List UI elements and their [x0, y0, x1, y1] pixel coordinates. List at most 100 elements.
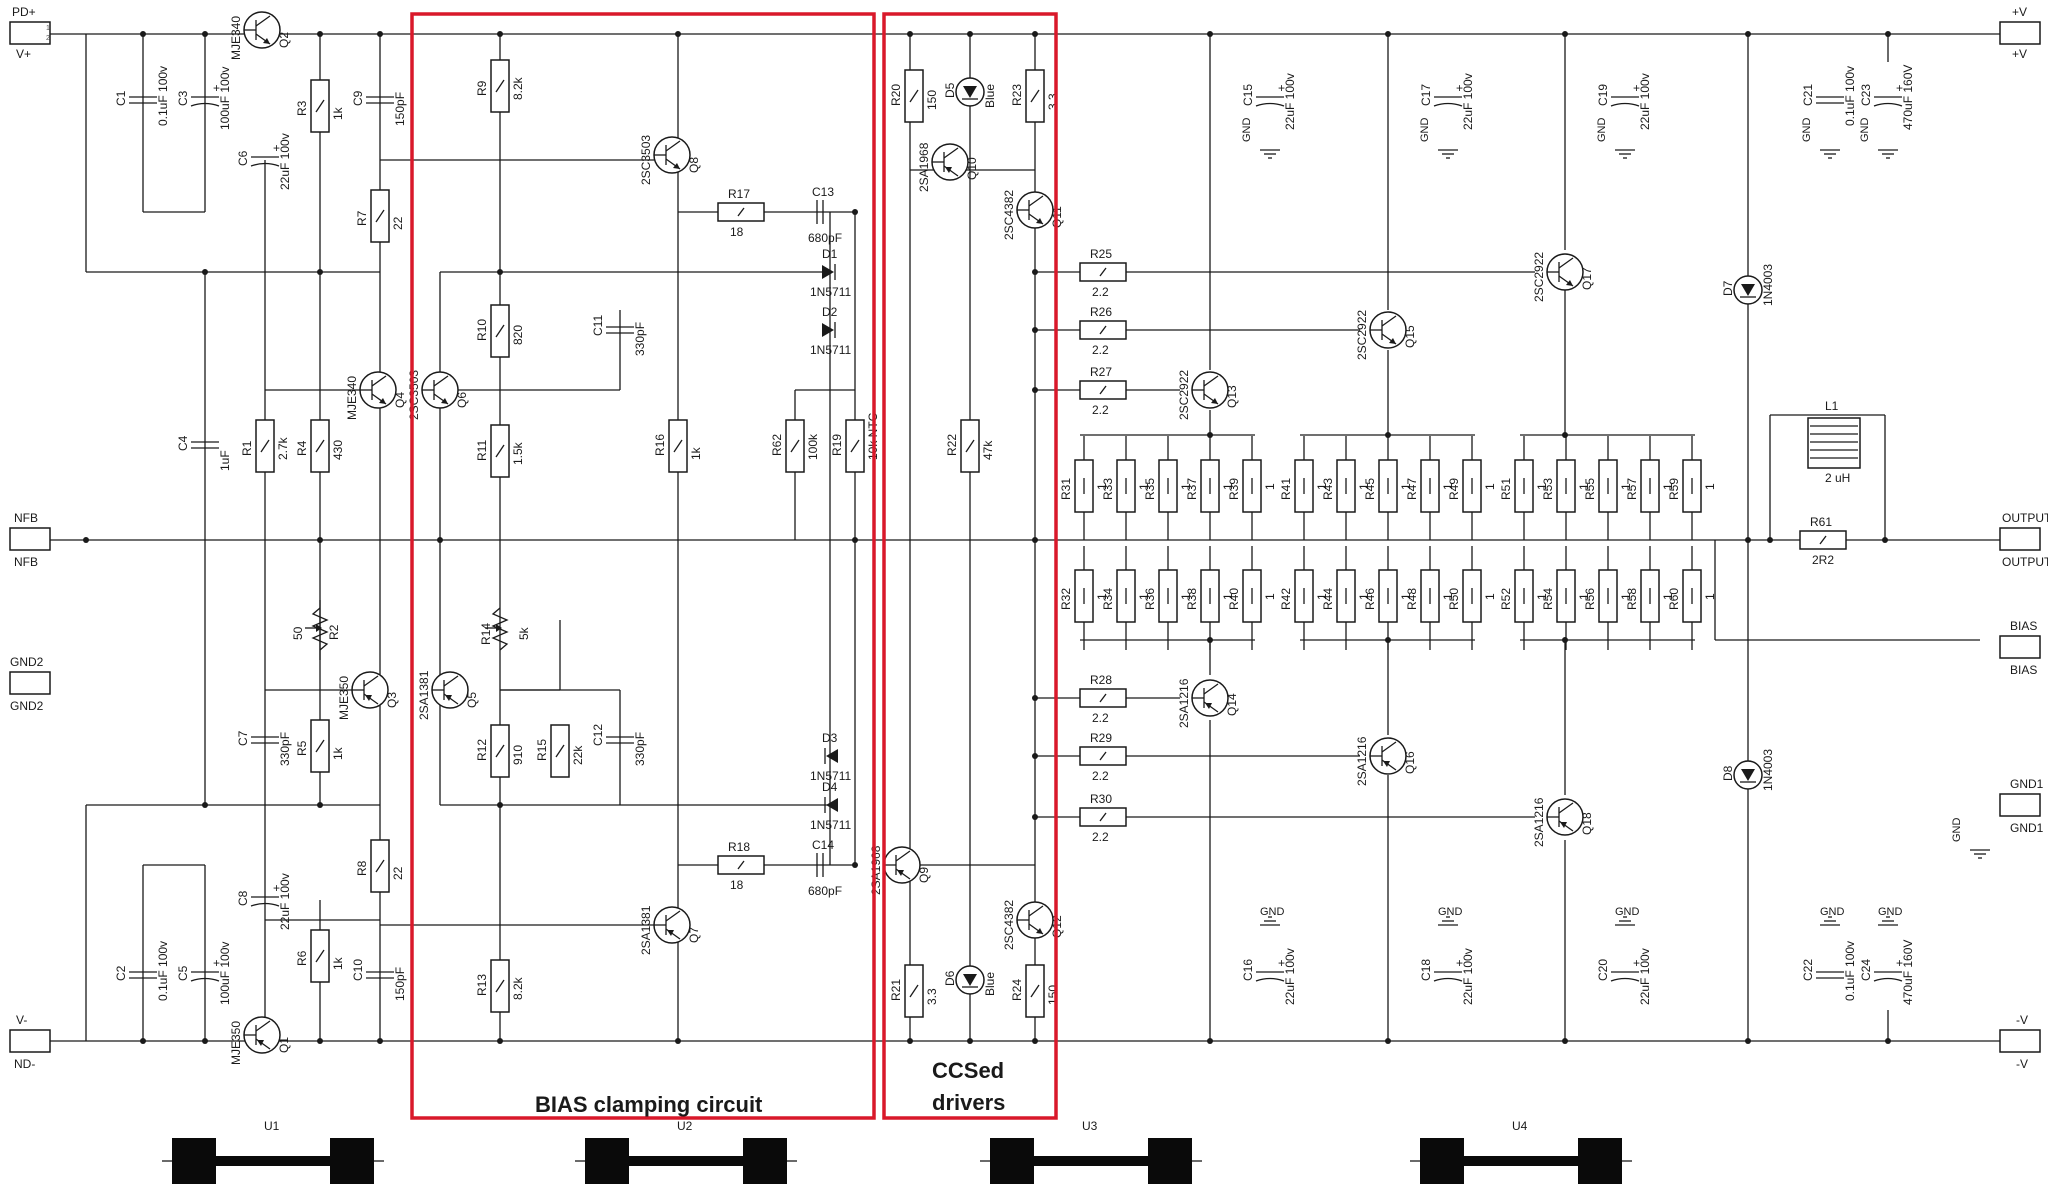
connector-bias[interactable]: BIAS BIAS: [1999, 619, 2041, 677]
pot-r2[interactable]: 50 R2: [291, 600, 341, 660]
connector-top-right[interactable]: +V +V: [1999, 5, 2041, 61]
connector-bot-left[interactable]: V- ND-: [9, 1013, 51, 1071]
connector-bot-right[interactable]: -V -V: [1999, 1013, 2041, 1071]
pot-r14[interactable]: R14 5k: [479, 607, 560, 691]
inductor-l1[interactable]: L1 2 uH: [1807, 399, 1861, 485]
connector-output[interactable]: OUTPUT OUTPUT: [1999, 511, 2048, 569]
connector-gnd1[interactable]: GND1 GND1: [1999, 777, 2044, 835]
connector-top-left[interactable]: 12 PD+ V+: [9, 5, 51, 61]
